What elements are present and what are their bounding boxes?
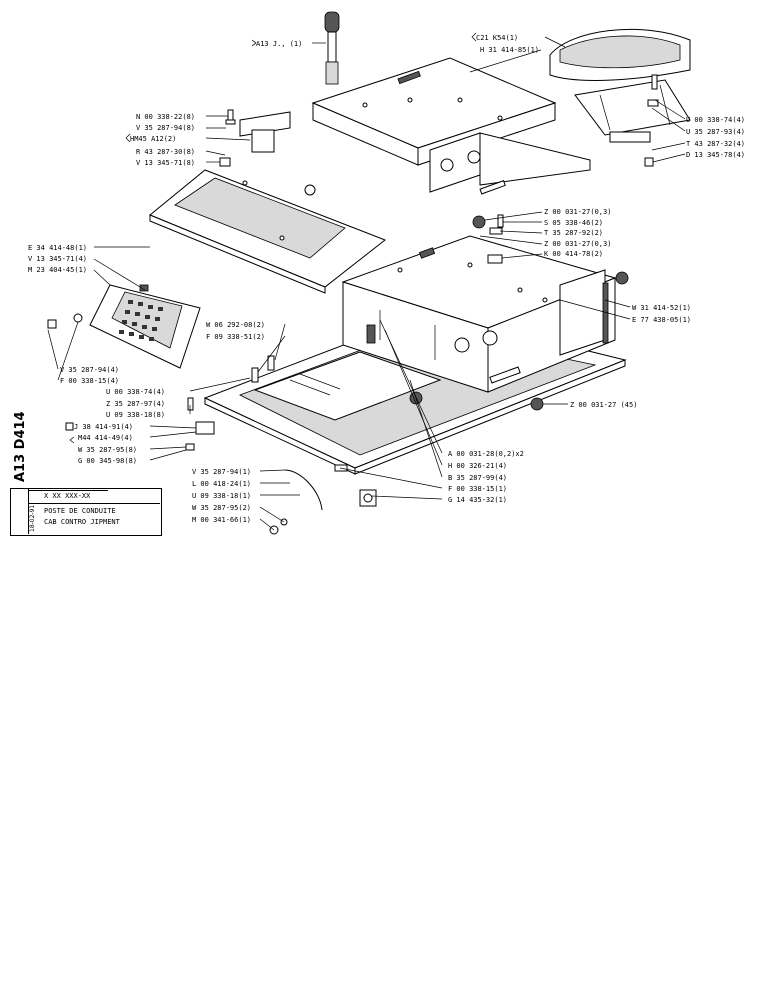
- top-panel: [149, 169, 386, 294]
- title-block-divider: [28, 488, 29, 534]
- callout-l29: U 09 338-18(8): [106, 411, 165, 419]
- callout-l21: W 31 414-52(1): [632, 304, 691, 312]
- callout-l09: U 00 338-74(4): [686, 116, 745, 124]
- callout-labels: A13 J., (1) C21 K54(1) H 31 414-85(1) N …: [28, 34, 745, 524]
- callout-l01: A13 J., (1): [256, 40, 302, 48]
- control-keypad: [89, 284, 201, 369]
- callout-l05: V 35 287-94(8): [136, 124, 195, 132]
- callout-l26: F 00 338-15(4): [60, 377, 119, 385]
- callout-l37: B 35 287-99(4): [448, 474, 507, 482]
- callout-l07: R 43 287-30(8): [136, 148, 195, 156]
- callout-l36: H 00 326-21(4): [448, 462, 507, 470]
- callout-l31: M44 414-49(4): [78, 434, 133, 442]
- callout-l11: T 43 287-32(4): [686, 140, 745, 148]
- callout-l23: W 06 292-08(2): [206, 321, 265, 329]
- callout-l20: M 23 404-45(1): [28, 266, 87, 274]
- callout-l41: L 00 418-24(1): [192, 480, 251, 488]
- sheet-title-fr: POSTE DE CONDUITE: [44, 507, 116, 515]
- callout-l30: J 38 414-91(4): [74, 423, 133, 431]
- callout-l35: A 00 031-28(0,2)x2: [448, 450, 524, 458]
- callout-l03: H 31 414-85(1): [480, 46, 539, 54]
- callout-l27: U 00 338-74(4): [106, 388, 165, 396]
- callout-l04: N 00 338-22(8): [136, 113, 195, 121]
- callout-l13: Z 00 031-27(0,3): [544, 208, 611, 216]
- callout-l32: W 35 287-95(8): [78, 446, 137, 454]
- fasteners: [47, 74, 659, 535]
- callout-l42: U 09 338-18(1): [192, 492, 251, 500]
- section-markers: [409, 215, 629, 411]
- callout-l19: V 13 345-71(4): [28, 255, 87, 263]
- electronic-box: [341, 235, 617, 393]
- callout-l02: C21 K54(1): [476, 34, 518, 42]
- callout-l12: D 13 345-78(4): [686, 151, 745, 159]
- exploded-parts-diagram: A13 J., (1) C21 K54(1) H 31 414-85(1) N …: [28, 11, 745, 535]
- operator-seat: [549, 28, 691, 143]
- title-block-divider-3: [28, 490, 108, 491]
- cover-shroud: [311, 57, 591, 195]
- sheet-ref: X XX XXX-XX: [44, 492, 91, 500]
- callout-l39: G 14 435-32(1): [448, 496, 507, 504]
- callout-l06: HM45 A12(2): [130, 135, 176, 143]
- callout-l22: E 77 438-05(1): [632, 316, 691, 324]
- callout-l16: Z 00 031-27(0,3): [544, 240, 611, 248]
- callout-l33: G 00 345-98(8): [78, 457, 137, 465]
- callout-l40: V 35 287-94(1): [192, 468, 251, 476]
- callout-l44: M 00 341-66(1): [192, 516, 251, 524]
- callout-l10: U 35 287-93(4): [686, 128, 745, 136]
- title-block-frame: [10, 488, 162, 536]
- callout-l43: W 35 287-95(2): [192, 504, 251, 512]
- callout-l15: T 35 287-92(2): [544, 229, 603, 237]
- leader-lines: [47, 36, 686, 531]
- callout-l18: E 34 414-48(1): [28, 244, 87, 252]
- callout-l08: V 13 345-71(8): [136, 159, 195, 167]
- sheet-title-en: CAB CONTRO JIPMENT: [44, 518, 120, 526]
- title-block-divider-2: [28, 503, 160, 504]
- callout-l24: F 09 338-51(2): [206, 333, 265, 341]
- label-symbols: [65, 32, 477, 444]
- callout-l14: S 05 338-46(2): [544, 219, 603, 227]
- callout-l17: K 00 414-78(2): [544, 250, 603, 258]
- joystick-lever: [324, 11, 340, 85]
- callout-l38: F 00 338-15(1): [448, 485, 507, 493]
- callout-l28: Z 35 287-97(4): [106, 400, 165, 408]
- callout-l25: V 35 287-94(4): [60, 366, 119, 374]
- callout-l34: Z 00 031-27 (45): [570, 401, 637, 409]
